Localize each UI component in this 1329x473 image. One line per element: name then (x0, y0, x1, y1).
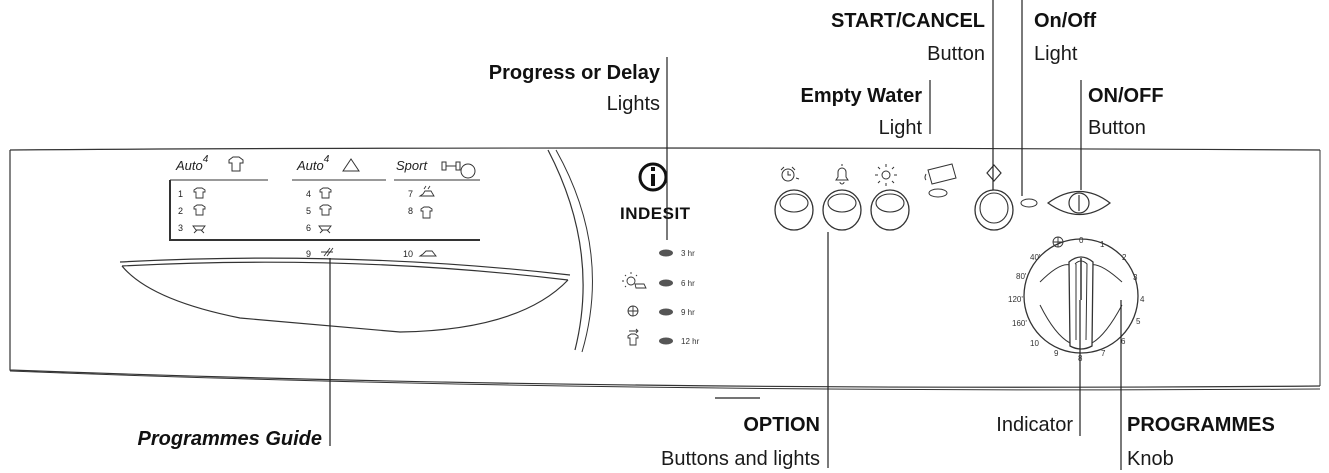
programmes-sublabel: Knob (1127, 448, 1174, 470)
guide-item: 8 (408, 206, 413, 216)
empty-water-sublabel: Light (879, 117, 923, 139)
shirt-icon (319, 187, 332, 199)
delay-timer-icon (780, 166, 800, 182)
empty-water-led (928, 188, 948, 198)
on-off-light-label: On/Off (1034, 10, 1097, 32)
start-cancel-sublabel: Button (927, 43, 985, 65)
knob-scale-label: 7 (1101, 349, 1106, 358)
guide-item: 6 (306, 223, 311, 233)
guide-item: 4 (306, 189, 311, 199)
control-panel (9, 147, 1321, 391)
knob-scale-label: 160' (1012, 319, 1027, 328)
bell-icon (835, 164, 849, 185)
knob-scale-label: 3 (1133, 273, 1138, 282)
guide-item: 5 (306, 206, 311, 216)
progress-light-led (659, 337, 673, 345)
knob-scale-label: 9 (1054, 349, 1059, 358)
shirt-icon (193, 204, 206, 216)
iron-icon (192, 225, 206, 234)
callout-leaders (329, 0, 1122, 470)
indicator-label: Indicator (996, 414, 1073, 436)
knob-scale-label: 6 (1121, 337, 1126, 346)
option-button-delay[interactable] (774, 189, 814, 231)
progress-light-label: 3 hr (681, 249, 695, 258)
guide-item: 10 (403, 249, 413, 259)
callout-labels: START/CANCEL Button On/Off Light Progres… (137, 10, 1274, 470)
option-label: OPTION (743, 414, 820, 436)
knob-scale-label: 0 (1079, 236, 1084, 245)
spin-icon (627, 305, 639, 317)
option-button-bell[interactable] (822, 189, 862, 231)
option-buttons (774, 164, 910, 231)
knob-scale-label: 40' (1030, 253, 1041, 262)
on-off-button[interactable] (1046, 191, 1111, 215)
shirt-icon (193, 187, 206, 199)
triangle-icon (342, 158, 360, 172)
guide-item: 9 (306, 249, 311, 259)
guide-col1-header: Auto4 (175, 154, 209, 173)
knob-scale-label: 4 (1140, 295, 1145, 304)
iron-icon (318, 225, 332, 234)
guide-item: 7 (408, 189, 413, 199)
shirt-icon (319, 204, 332, 216)
progress-light-label: 6 hr (681, 279, 695, 288)
shoe-icon (418, 250, 437, 257)
spin-icon (1052, 236, 1064, 248)
sun-cloud-icon (622, 272, 647, 289)
dumbbell-icon (441, 161, 476, 179)
empty-water-label: Empty Water (800, 85, 922, 107)
knob-scale-label: 2 (1122, 253, 1127, 262)
indesit-logo: INDESIT (620, 162, 691, 223)
on-off-button-sublabel: Button (1088, 117, 1146, 139)
guide-item: 2 (178, 206, 183, 216)
sun-icon (875, 164, 897, 186)
progress-light-label: 12 hr (681, 337, 700, 346)
progress-light-led (659, 249, 673, 257)
progress-light-led (659, 279, 673, 287)
option-sublabel: Buttons and lights (661, 448, 820, 470)
on-off-button-label: ON/OFF (1088, 85, 1164, 107)
delicate-icon (321, 247, 334, 257)
guide-item: 1 (178, 189, 183, 199)
knob-scale-label: 1 (1100, 240, 1105, 249)
shirt-icon (228, 156, 244, 172)
on-off-light (1020, 198, 1038, 208)
brand-name: INDESIT (620, 204, 691, 223)
diamond-icon (986, 164, 1002, 182)
progress-light-label: 9 hr (681, 308, 695, 317)
option-button-sun[interactable] (870, 189, 910, 231)
guide-col2-header: Auto4 (296, 154, 330, 173)
guide-col3-header: Sport (396, 158, 428, 173)
water-drain-icon (924, 163, 957, 185)
on-off-light-sublabel: Light (1034, 43, 1078, 65)
sport-shoe-icon (418, 185, 435, 197)
empty-water-light (924, 163, 957, 198)
programmes-guide-label: Programmes Guide (137, 428, 322, 450)
progress-delay-label: Progress or Delay (489, 62, 661, 84)
programmes-knob[interactable] (1023, 238, 1139, 354)
progress-delay-sublabel: Lights (607, 93, 660, 115)
knob-scale-label: 5 (1136, 317, 1141, 326)
programmes-label: PROGRAMMES (1127, 414, 1275, 436)
shirt-arrows-icon (627, 328, 639, 346)
programmes-guide: Auto4 Auto4 Sport 1 2 3 4 5 6 (169, 154, 480, 259)
detergent-drawer (119, 149, 593, 353)
sport-shirt-icon (420, 206, 433, 219)
knob-scale-label: 80' (1016, 272, 1027, 281)
knob-scale-label: 10 (1030, 339, 1039, 348)
progress-light-led (659, 308, 673, 316)
progress-lights: 3 hr 6 hr 9 hr 12 hr (622, 249, 700, 346)
guide-item: 3 (178, 223, 183, 233)
knob-scale-label: 120' (1008, 295, 1023, 304)
start-cancel-button[interactable] (974, 164, 1014, 231)
start-cancel-label: START/CANCEL (831, 10, 985, 32)
